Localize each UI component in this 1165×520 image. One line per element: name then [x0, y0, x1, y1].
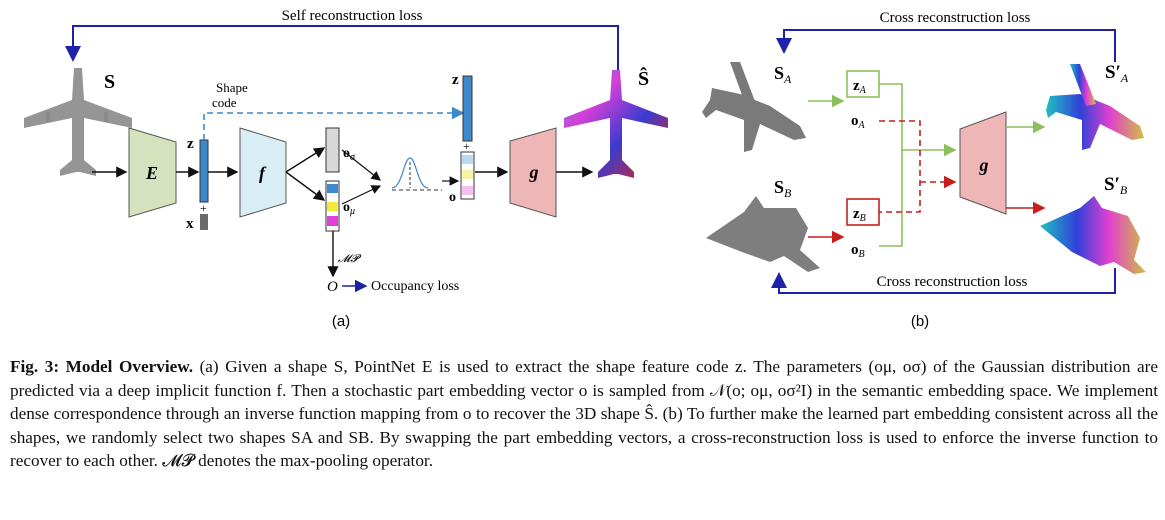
self-loss-label: Self reconstruction loss — [282, 8, 423, 24]
panel-b-label: (b) — [911, 313, 929, 330]
shape-a-out-label: S′A — [1105, 62, 1129, 85]
shape-s-label: S — [104, 71, 115, 93]
output-a-airplane-icon — [1046, 64, 1144, 150]
shape-a-airplane-icon — [702, 62, 806, 152]
max-pooling-label: 𝓜𝓟 — [338, 253, 361, 265]
panel-b: Cross reconstruction loss Cross reconstr… — [702, 10, 1146, 330]
red-dashed-routing — [879, 120, 921, 213]
output-airplane-icon — [564, 70, 668, 178]
cross-loss-bottom-label: Cross reconstruction loss — [877, 274, 1028, 290]
decoder-g-block-b — [959, 111, 1007, 215]
z-top-label: z — [452, 72, 459, 88]
caption-figure-label: Fig. 3: Model Overview. — [10, 357, 193, 376]
x-point-bar — [200, 214, 208, 230]
plus-sign: + — [200, 201, 207, 215]
output-b-jet-icon — [1040, 196, 1146, 274]
o-sigma-bar — [325, 127, 340, 173]
o-mu-bar — [325, 180, 340, 232]
z-label: z — [187, 136, 194, 152]
panel-a: Self reconstruction loss S E z + x Shape… — [24, 8, 668, 330]
shape-a-label: SA — [774, 63, 792, 86]
o-label: o — [449, 190, 456, 205]
cross-loss-top-label: Cross reconstruction loss — [880, 10, 1031, 26]
input-airplane-icon — [24, 68, 132, 176]
shape-b-out-label: S′B — [1104, 174, 1128, 197]
cross-loss-loop-bottom — [771, 268, 1116, 294]
cross-loss-loop-top — [776, 29, 1116, 62]
shape-code-label-1: Shape — [216, 80, 248, 95]
z-b-label: zB — [853, 206, 866, 224]
occupancy-loss-label: Occupancy loss — [371, 279, 459, 294]
encoder-block — [128, 127, 177, 218]
x-label: x — [186, 216, 194, 232]
o-a-label: oA — [851, 113, 866, 131]
g-b-label: g — [979, 155, 989, 175]
o-bar — [460, 151, 475, 200]
implicit-function-block — [239, 127, 287, 218]
panel-a-label: (a) — [332, 313, 350, 330]
z-a-label: zA — [853, 78, 867, 96]
caption-text: (a) Given a shape S, PointNet E is used … — [10, 357, 1158, 471]
shape-b-jet-icon — [706, 196, 820, 272]
o-mu-label: oμ — [343, 200, 355, 217]
green-routing — [879, 83, 903, 247]
figure-caption: Fig. 3: Model Overview. (a) Given a shap… — [10, 355, 1158, 473]
model-overview-figure: Self reconstruction loss S E z + x Shape… — [24, 8, 1146, 330]
shape-code-label-2: code — [212, 95, 237, 110]
o-b-label: oB — [851, 242, 865, 260]
f-label: f — [259, 163, 267, 183]
self-loss-loop — [65, 25, 619, 72]
encoder-label: E — [145, 163, 158, 183]
gaussian-distribution-icon — [391, 157, 442, 191]
decoder-g-block — [509, 127, 557, 218]
g-label: g — [529, 162, 539, 182]
z-b-box — [846, 198, 880, 226]
o-sigma-label: oσ — [343, 146, 356, 163]
shape-s-hat-label: Ŝ — [638, 66, 649, 90]
z-code-bar — [199, 139, 209, 203]
plus-sign-2: + — [463, 139, 470, 153]
occupancy-o-label: O — [327, 279, 338, 295]
shape-b-label: SB — [774, 177, 792, 200]
z-top-bar — [462, 75, 473, 142]
